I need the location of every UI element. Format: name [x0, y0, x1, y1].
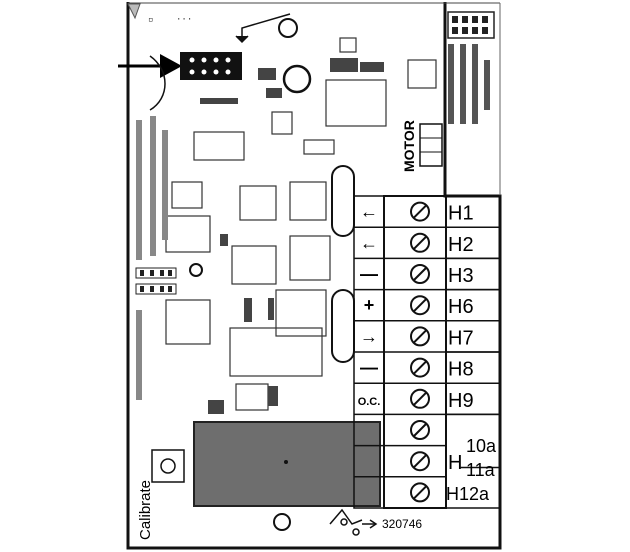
component-chip — [165, 37, 437, 411]
terminal-screw-slot — [413, 360, 427, 375]
terminal-symbol: O.C. — [358, 396, 381, 408]
tiny-label-top2: ··· — [176, 15, 192, 25]
terminal-screw-slot — [413, 392, 427, 406]
pointer-arrow-top — [235, 13, 291, 44]
terminal-block: ← H1 ← H2 — H3 + H6 → H7 — H8O.C. H9H — [353, 195, 501, 509]
terminal-label: H3 — [448, 265, 474, 287]
terminal-label: H9 — [448, 390, 474, 412]
label-h11a: 11a — [466, 460, 496, 480]
small-vertical-text-right — [448, 44, 490, 124]
tiny-label-top: ▫ — [148, 15, 153, 25]
component-dots — [200, 58, 384, 414]
top-right-connector — [447, 11, 495, 39]
terminal-label-box-lower — [445, 413, 500, 509]
connector-arrow — [118, 54, 182, 111]
terminal-screw-slot — [413, 204, 427, 219]
board-corner-cut — [127, 3, 141, 20]
terminal-label: H7 — [448, 327, 474, 349]
motor-connector — [419, 123, 443, 167]
terminal-symbol: + — [364, 295, 375, 315]
relay-block — [193, 421, 381, 507]
terminal-label: H6 — [448, 296, 474, 318]
mounting-hole-bottom — [273, 513, 291, 531]
part-number: 320746 — [382, 517, 422, 531]
mounting-hole-left — [189, 263, 203, 277]
motor-label: MOTOR — [401, 120, 417, 172]
terminal-label: H8 — [448, 359, 474, 381]
terminal-screw-slot — [413, 454, 427, 468]
relay-contact-symbol — [329, 508, 378, 536]
terminal-label: H1 — [448, 203, 474, 225]
crystal-oval-upper — [331, 165, 355, 237]
terminal-symbol: ← — [360, 233, 378, 253]
capacitor-round — [282, 64, 312, 94]
terminal-screw-slot — [413, 423, 427, 437]
terminal-screw-slot — [413, 236, 427, 250]
terminal-symbol: ← — [360, 202, 378, 222]
mounting-hole-top — [278, 18, 298, 38]
terminal-screw-slot — [413, 485, 427, 500]
terminal-screw-slot — [413, 267, 427, 281]
label-h10a: 10a — [466, 436, 497, 456]
terminal-label: H — [448, 452, 462, 474]
terminal-label: H2 — [448, 234, 474, 256]
small-vertical-text-left — [136, 116, 168, 400]
header-connector — [180, 52, 242, 80]
jumper-connector-left — [135, 267, 177, 295]
calibrate-trimmer — [151, 449, 185, 483]
terminal-symbol: — — [360, 264, 378, 284]
terminal-symbol: → — [360, 326, 378, 346]
calibrate-label: Calibrate — [137, 480, 154, 540]
terminal-symbol: — — [360, 358, 378, 378]
label-h12a: H12a — [446, 484, 490, 504]
terminal-screw-slot — [413, 329, 427, 344]
crystal-oval-lower — [331, 289, 355, 363]
terminal-screw-slot — [413, 298, 427, 312]
